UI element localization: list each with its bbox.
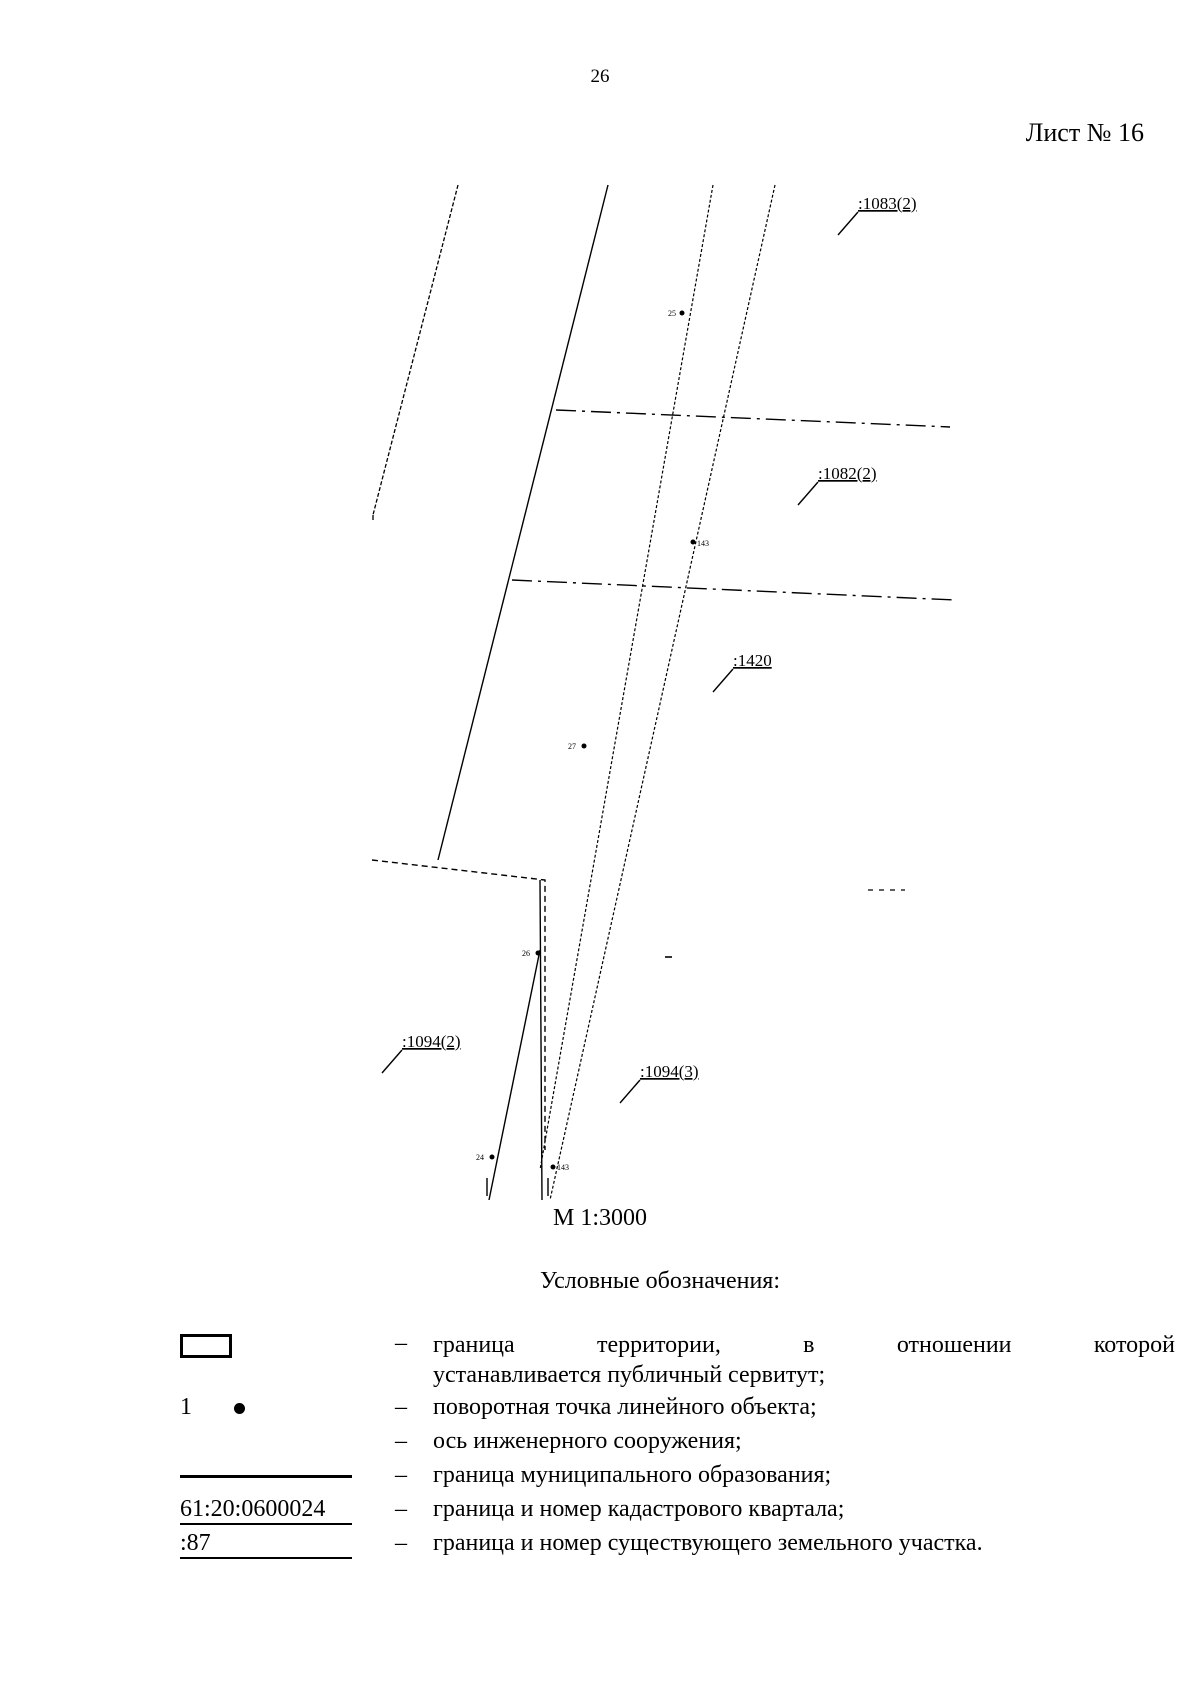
axis-line-vertical: [539, 879, 543, 1200]
legend-dash: –: [395, 1530, 407, 1556]
point-label: 25: [668, 309, 676, 318]
quarter-number-symbol: 61:20:0600024: [180, 1496, 352, 1525]
legend-item: – ось инженерного сооружения;: [180, 1428, 1140, 1462]
legend-dash: –: [395, 1428, 407, 1454]
legend-text: ось инженерного сооружения;: [433, 1428, 742, 1454]
point-label: 27: [568, 742, 576, 751]
legend-text: граница и номер существующего земельного…: [433, 1530, 983, 1556]
leader-1082: [797, 481, 819, 506]
turning-point: [535, 950, 541, 956]
parcel-label-1420: :1420: [733, 651, 772, 670]
parcel-number-symbol: :87: [180, 1530, 352, 1559]
strip-line-2: [539, 184, 714, 1171]
legend-title: Условные обозначения:: [539, 1268, 781, 1294]
parcel-label-1083: :1083(2): [858, 194, 917, 213]
parcel-label-1094-2: :1094(2): [402, 1032, 461, 1051]
turning-point: [550, 1164, 556, 1170]
left-boundary-line: [372, 184, 459, 516]
legend-dash: –: [395, 1496, 407, 1522]
point-dot-symbol: [234, 1402, 245, 1414]
point-number-symbol: 1: [180, 1394, 192, 1420]
easement-boundary-symbol: [180, 1334, 232, 1358]
legend-text: граница и номер кадастрового квартала;: [433, 1496, 845, 1522]
leader-1083: [837, 211, 859, 236]
leader-1094-2: [381, 1049, 403, 1074]
turning-point: [489, 1154, 495, 1160]
parcel-boundary-2: [511, 579, 956, 601]
legend-item: 1 – поворотная точка линейного объекта;: [180, 1394, 1140, 1428]
strip-line-1: [437, 184, 609, 861]
point-label: 24: [476, 1153, 484, 1162]
legend-item: :87 – граница и номер существующего земе…: [180, 1530, 1140, 1564]
parcel-boundary-1: [555, 409, 951, 428]
turning-point: [690, 539, 696, 545]
legend-text: граница муниципального образования;: [433, 1462, 832, 1488]
legend-dash: –: [395, 1462, 407, 1488]
turning-point: [581, 743, 587, 749]
parcel-label-1082: :1082(2): [818, 464, 877, 483]
leader-1094-3: [619, 1079, 641, 1104]
leader-1420: [712, 668, 734, 693]
municipal-boundary-symbol: [180, 1475, 352, 1478]
page-number: 26: [590, 66, 610, 87]
axis-line-lower: [488, 949, 541, 1200]
point-label: 143: [697, 539, 709, 548]
map-scale: М 1:3000: [552, 1205, 647, 1231]
legend-text: поворотная точка линейного объекта;: [433, 1394, 817, 1420]
strip-line-3: [549, 184, 776, 1200]
legend: – граница территории, в отношении которо…: [180, 1330, 1175, 1564]
point-label: 143: [557, 1163, 569, 1172]
lower-boundary: [371, 859, 546, 1150]
legend-dash: –: [395, 1330, 407, 1356]
sheet-number: Лист № 16: [1025, 118, 1144, 147]
turning-point: [679, 310, 685, 316]
legend-text: граница территории, в отношении которой …: [433, 1332, 1175, 1388]
parcel-label-1094-3: :1094(3): [640, 1062, 699, 1081]
legend-dash: –: [395, 1394, 407, 1420]
point-label: 26: [522, 949, 530, 958]
cadastral-map: :1083(2) :1082(2) :1420 :1094(2) :1094(3…: [371, 184, 956, 1200]
legend-item: – граница территории, в отношении которо…: [180, 1330, 1175, 1394]
legend-item: – граница муниципального образования;: [180, 1462, 1140, 1496]
legend-item: 61:20:0600024 – граница и номер кадастро…: [180, 1496, 1140, 1530]
